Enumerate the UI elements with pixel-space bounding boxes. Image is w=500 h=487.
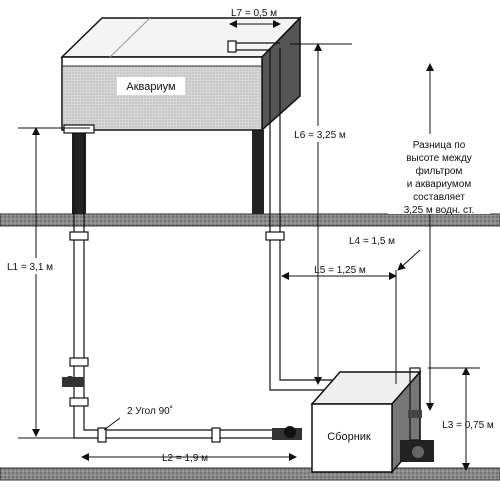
svg-text:Разница по: Разница по <box>413 140 466 151</box>
aquarium-label: Аквариум <box>126 81 175 93</box>
dimension-lines <box>18 20 480 471</box>
aquarium-label-bg <box>117 77 185 95</box>
height-note: Разница по высоте между фильтром и аквар… <box>404 140 475 216</box>
l6-label-bg <box>296 126 344 142</box>
l3-label: L3 = 0,75 м <box>442 420 494 431</box>
sump-inlet-valve <box>272 426 302 440</box>
note-bg <box>388 134 490 214</box>
lower-floor <box>0 467 500 481</box>
l1-label: L1 = 3,1 м <box>7 262 53 273</box>
l1-label-bg <box>6 258 56 274</box>
sump-tank <box>310 370 422 474</box>
upper-floor <box>0 213 500 227</box>
pump <box>400 367 434 462</box>
svg-text:и аквариумом: и аквариумом <box>407 179 472 190</box>
svg-text:высоте между: высоте между <box>406 153 472 164</box>
drain-valve <box>62 376 84 387</box>
stand-leg-right <box>252 130 264 214</box>
drain-pipe <box>69 132 300 443</box>
aquarium-tank <box>60 16 302 132</box>
svg-text:составляет: составляет <box>413 192 465 203</box>
l4-label: L4 = 1,5 м <box>349 236 395 247</box>
sump-label: Сборник <box>327 431 371 443</box>
svg-text:фильтром: фильтром <box>416 165 463 177</box>
elbow-label: 2 Угол 90˚ <box>127 405 173 417</box>
svg-text:3,25 м водн. ст.: 3,25 м водн. ст. <box>404 205 475 216</box>
stand-leg-left <box>72 130 86 214</box>
drain-fitting <box>63 124 95 134</box>
l2-label: L2 = 1,9 м <box>162 453 208 464</box>
l6-label: L6 = 3,25 м <box>294 130 346 141</box>
l5-label: L5 = 1,25 м <box>314 265 366 276</box>
l7-label: L7 = 0,5 м <box>231 8 277 19</box>
